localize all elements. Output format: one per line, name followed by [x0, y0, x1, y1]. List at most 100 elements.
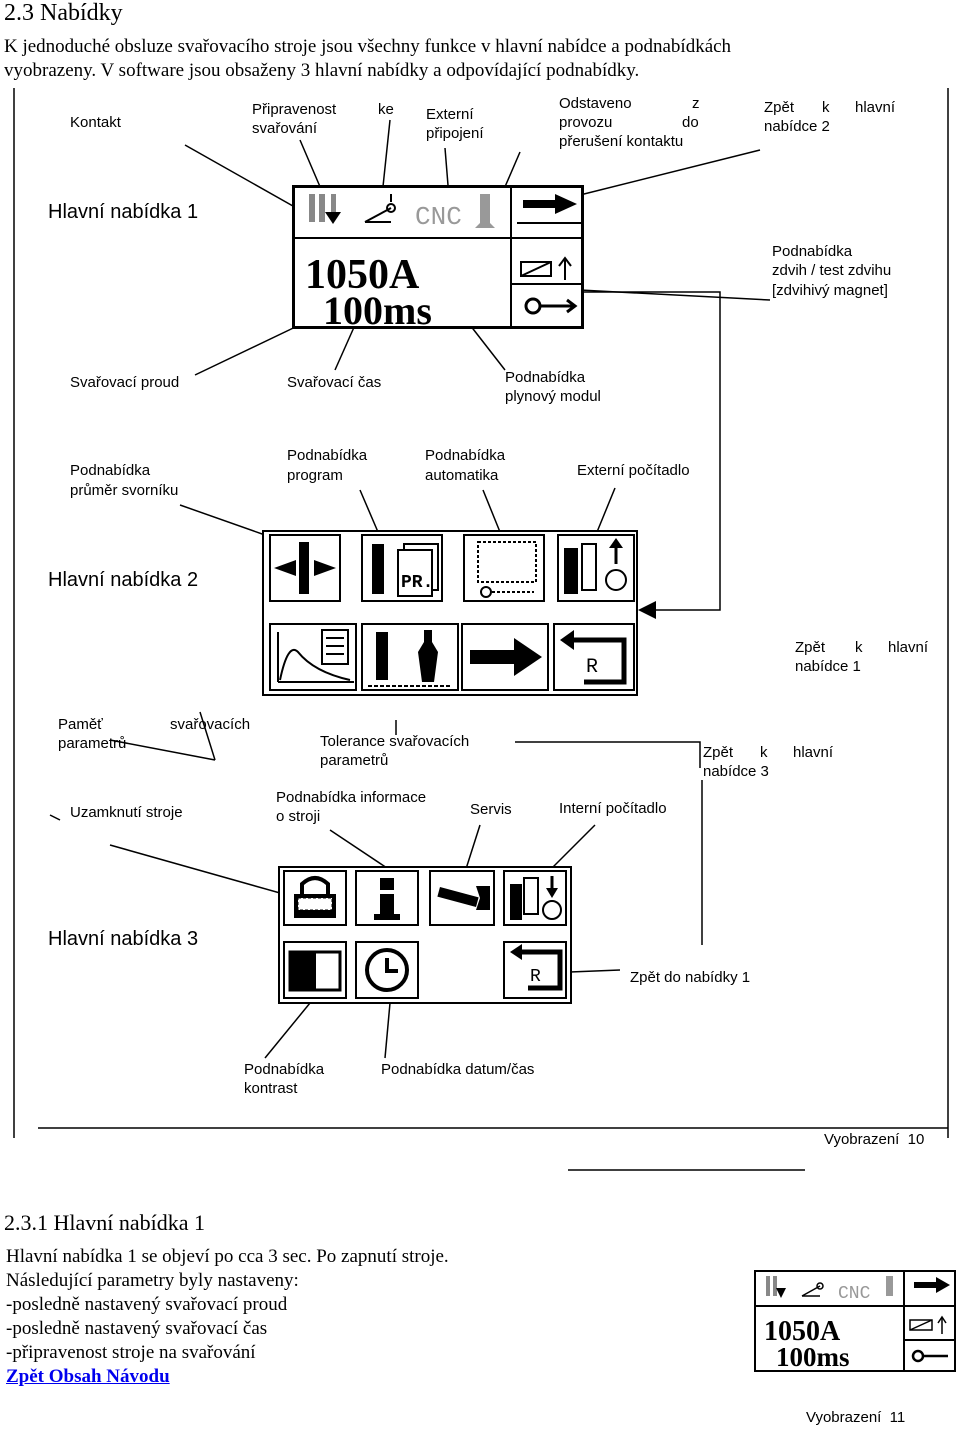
label-pamet-2: parametrů — [58, 735, 127, 752]
label-zpet2-2: nabídce 2 — [764, 118, 830, 135]
label-kontrast-2: kontrast — [244, 1080, 298, 1097]
menu-2-title: Hlavní nabídka 2 — [48, 568, 198, 592]
stopped-icon-small — [886, 1276, 893, 1296]
label-externi-2: připojení — [426, 125, 484, 142]
ready-icon-small — [801, 1282, 824, 1297]
section-heading: 2.3 Nabídky — [4, 0, 123, 26]
label-zpet3-hl: hlavní — [793, 744, 834, 761]
label-zpet2-hl: hlavní — [855, 99, 896, 116]
info-icon — [374, 878, 400, 920]
lcd-current-value: 1050A — [305, 252, 420, 298]
ready-icon — [364, 194, 396, 223]
lock-icon — [294, 876, 336, 918]
label-info-2: o stroji — [276, 808, 321, 825]
label-prumer-2: průměr svorníku — [70, 482, 179, 499]
menu-3-title-number: 3 — [186, 928, 199, 950]
label-zdvih-1: Podnabídka — [772, 243, 853, 260]
label-cas: Svařovací čas — [287, 374, 382, 391]
label-zpet2-k: k — [822, 99, 830, 116]
label-zdvih-2: zdvih / test zdvihu — [772, 262, 892, 279]
program-icon: PR. — [372, 543, 439, 597]
tools-icon — [368, 630, 450, 687]
arrow-right-icon — [523, 194, 577, 214]
label-auto-2: automatika — [425, 467, 499, 484]
lcd-11-current-value: 1050A — [764, 1316, 841, 1347]
menu-3-title: Hlavní nabídka 3 — [48, 927, 198, 951]
label-externi-1: Externí — [426, 106, 474, 123]
label-odstaveno-2: provozu — [559, 114, 613, 131]
label-pamet-1: Paměť — [58, 716, 103, 733]
label-zpet3-1: Zpět — [703, 744, 734, 761]
label-zpet3-k: k — [760, 744, 768, 761]
lcd-time-value: 100ms — [323, 288, 432, 326]
intro-line-2: vyobrazeny. V software jsou obsaženy 3 h… — [4, 60, 640, 81]
stopped-icon — [475, 194, 495, 228]
label-tol-2: parametrů — [320, 752, 389, 769]
lcd-menu-1: CNC 1050A 100ms — [292, 185, 584, 329]
label-zdvih-3: [zdvihivý magnet] — [772, 282, 888, 299]
subsection-line-4: -posledně nastavený svařovací čas — [6, 1318, 268, 1339]
lcd-11-time-value: 100ms — [776, 1342, 850, 1370]
lcd-figure-11: CNC 1050A 100ms — [754, 1270, 956, 1372]
label-proud: Svařovací proud — [70, 374, 180, 391]
subsection-line-5: -připravenost stroje na svařování — [6, 1342, 256, 1363]
clock-icon — [365, 948, 409, 992]
label-odstaveno-do: do — [682, 114, 699, 131]
label-auto-1: Podnabídka — [425, 447, 506, 464]
label-pripravenost-2: svařování — [252, 120, 318, 137]
subsection-line-3: -posledně nastavený svařovací proud — [6, 1294, 288, 1315]
label-kontrast-1: Podnabídka — [244, 1061, 325, 1078]
key-icon — [524, 297, 578, 315]
lift-icon-small — [909, 1315, 947, 1334]
label-odstaveno-1: Odstaveno — [559, 95, 632, 112]
lift-icon — [520, 256, 572, 280]
label-zpet1-k: k — [855, 639, 863, 656]
program-icon-label: PR. — [401, 573, 433, 593]
label-program-1: Podnabídka — [287, 447, 368, 464]
label-zamek: Uzamknutí stroje — [70, 804, 183, 821]
contrast-icon — [288, 950, 342, 992]
subsection-heading: 2.3.1 Hlavní nabídka 1 — [4, 1210, 206, 1235]
label-tol-1: Tolerance svařovacích — [320, 733, 470, 750]
label-pripravenost-1: Připravenost — [252, 101, 337, 118]
lcd-menu-3-graphics: R — [283, 870, 567, 999]
label-servis: Servis — [470, 801, 512, 818]
label-prumer-1: Podnabídka — [70, 462, 151, 479]
lcd-menu-1-graphics: CNC 1050A 100ms — [295, 188, 581, 326]
label-plyn-2: plynový modul — [505, 388, 601, 405]
figure-11-caption: Vyobrazení 11 — [806, 1409, 906, 1426]
arrow-right-icon-small — [914, 1277, 950, 1293]
label-kontakt: Kontakt — [70, 114, 121, 131]
automatic-icon — [477, 541, 537, 598]
label-info-1: Podnabídka informace — [276, 789, 427, 806]
label-zpet2-1: Zpět — [764, 99, 795, 116]
intro-line-1: K jednoduché obsluze svařovacího stroje … — [4, 36, 732, 57]
key-icon-small — [911, 1349, 948, 1363]
next-arrow-icon — [470, 638, 542, 676]
curve-memory-icon — [277, 629, 354, 683]
menu-2-title-number: 2 — [186, 569, 199, 591]
menu-1-title: Hlavní nabídka 1 — [48, 201, 199, 223]
menu-3-title-text: Hlavní nabídka — [48, 928, 182, 950]
wrench-icon — [437, 886, 490, 910]
label-zpet1-1: Zpět — [795, 639, 826, 656]
counter-icon — [564, 538, 627, 594]
internal-counter-icon — [510, 876, 562, 920]
label-pripravenost-ke: ke — [378, 101, 394, 118]
label-zpet3-2: nabídce 3 — [703, 763, 769, 780]
return-icon: R — [560, 630, 627, 685]
cnc-icon-small: CNC — [838, 1284, 871, 1304]
lcd-figure-11-graphics: CNC 1050A 100ms — [756, 1272, 954, 1370]
back-to-contents-link[interactable]: Zpět Obsah Návodu — [6, 1366, 170, 1387]
label-program-2: program — [287, 467, 343, 484]
label-pamet-sv: svařovacích — [170, 716, 251, 733]
contact-icon-small — [766, 1276, 786, 1298]
menu-2-title-text: Hlavní nabídka — [48, 569, 182, 591]
label-zpet1-2: nabídce 1 — [795, 658, 861, 675]
label-pocitadlo: Externí počítadlo — [577, 462, 690, 479]
return-icon-3: R — [510, 944, 563, 991]
lcd-menu-3: R — [278, 866, 572, 1004]
return-icon-3-label: R — [530, 967, 541, 987]
label-zpet1-hl: hlavní — [888, 639, 929, 656]
subsection-line-1: Hlavní nabídka 1 se objeví po cca 3 sec.… — [6, 1246, 449, 1267]
